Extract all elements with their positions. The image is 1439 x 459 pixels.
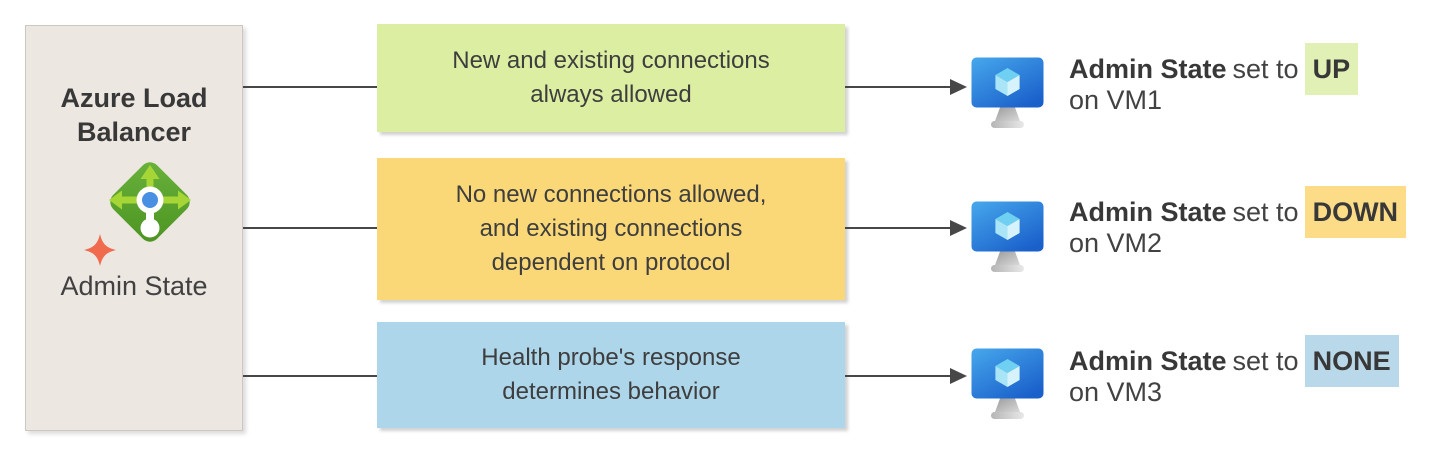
azure-load-balancer-icon — [84, 162, 191, 266]
box-text-line: No new connections allowed, — [455, 181, 767, 208]
load-balancer-panel: Azure Load Balancer Admin State — [25, 25, 243, 431]
vm-admin-state-text: Admin State — [1069, 54, 1227, 84]
vm-set-to-text: set to — [1232, 346, 1299, 376]
vm-admin-state-text: Admin State — [1069, 197, 1227, 227]
connector-line — [243, 375, 377, 377]
box-text-line: New and existing connections — [452, 47, 770, 74]
box-text-line: dependent on protocol — [491, 249, 731, 276]
vm-state-value: NONE — [1304, 335, 1399, 387]
box-text-line: and existing connections — [479, 215, 743, 242]
vm-set-to-text: set to — [1232, 197, 1299, 227]
connector-line — [845, 86, 952, 88]
vm-state-value: UP — [1304, 43, 1359, 95]
vm-icon — [971, 201, 1044, 272]
admin-state-label: Admin State — [60, 271, 208, 301]
state-box-down: No new connections allowed, and existing… — [377, 158, 845, 300]
vm-name-text: on VM3 — [1069, 377, 1163, 407]
sparkle-icon — [84, 234, 116, 266]
vm-name-text: on VM1 — [1069, 85, 1163, 115]
vm-name-text: on VM2 — [1069, 228, 1163, 258]
box-text-line: determines behavior — [502, 378, 720, 405]
box-text-line: always allowed — [530, 81, 692, 108]
vm-icon — [971, 348, 1044, 419]
vm-icon — [971, 57, 1044, 128]
state-box-up: New and existing connections always allo… — [377, 24, 845, 132]
arrowhead-icon — [950, 368, 967, 384]
connector-line — [845, 227, 952, 229]
connector-line — [243, 227, 377, 229]
arrowhead-icon — [950, 79, 967, 95]
state-box-none: Health probe's response determines behav… — [377, 322, 845, 428]
vm-state-value: DOWN — [1304, 186, 1407, 238]
box-text-line: Health probe's response — [481, 344, 741, 371]
vm-admin-state-text: Admin State — [1069, 346, 1227, 376]
panel-title: Azure Load Balancer — [60, 83, 208, 147]
connector-line — [243, 86, 377, 88]
vm-set-to-text: set to — [1232, 54, 1299, 84]
connector-line — [845, 375, 952, 377]
arrowhead-icon — [950, 220, 967, 236]
